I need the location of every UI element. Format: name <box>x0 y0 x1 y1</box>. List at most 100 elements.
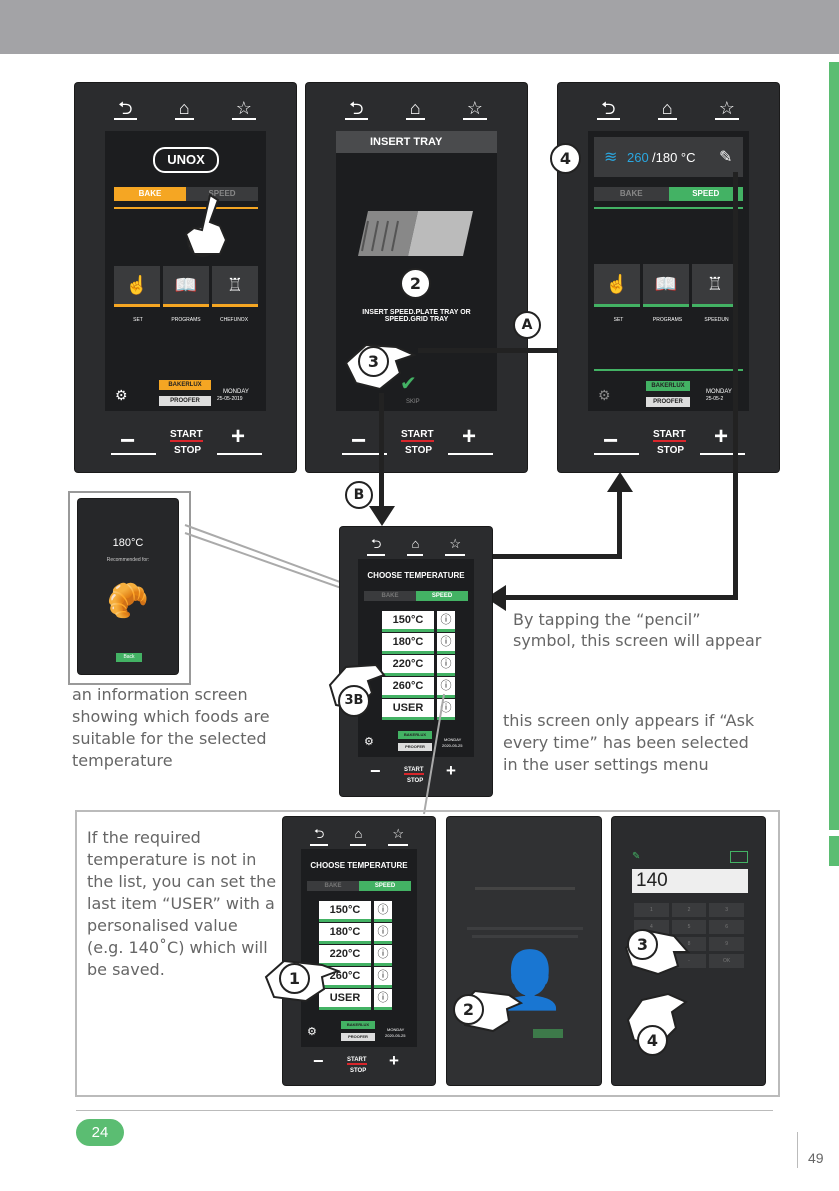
home-icon[interactable]: ⌂ <box>405 99 425 120</box>
back-icon[interactable]: ⮌ <box>345 99 368 120</box>
info-icon[interactable]: ⓘ <box>437 655 455 676</box>
bakerlux-badge[interactable]: BAKERLUX <box>341 1021 375 1029</box>
info-icon[interactable]: ⓘ <box>437 633 455 654</box>
minus-button[interactable]: − <box>120 425 136 455</box>
star-icon[interactable]: ☆ <box>445 535 465 556</box>
tile-set[interactable]: ☝ <box>594 264 640 307</box>
tile-programs[interactable]: 📖 <box>643 264 689 307</box>
start-label[interactable]: START <box>401 429 434 442</box>
temp-150[interactable]: 150°C <box>382 611 434 632</box>
back-icon[interactable]: ⮌ <box>597 99 620 120</box>
key-2[interactable]: 2 <box>671 903 707 917</box>
info-icon[interactable]: ⓘ <box>374 967 392 988</box>
tab-speed[interactable]: SPEED <box>416 591 468 601</box>
plus-button[interactable]: + <box>462 423 477 450</box>
tab-speed[interactable]: SPEED <box>186 187 258 201</box>
tile-set[interactable]: ☝ <box>114 266 160 307</box>
bakerlux-badge[interactable]: BAKERLUX <box>159 380 211 390</box>
dim-ok-button[interactable] <box>533 1029 563 1038</box>
info-icon[interactable]: ⓘ <box>437 677 455 698</box>
gear-icon[interactable]: ⚙ <box>598 387 611 403</box>
keypad-value-field[interactable]: 140 <box>632 869 748 893</box>
temp-150[interactable]: 150°C <box>319 901 371 922</box>
key-minus[interactable]: - <box>671 954 707 968</box>
start-label[interactable]: START <box>404 767 424 775</box>
tab-bake[interactable]: BAKE <box>594 187 669 201</box>
plus-button[interactable]: + <box>389 1051 399 1070</box>
info-icon[interactable]: ⓘ <box>437 611 455 632</box>
key-5[interactable]: 5 <box>671 920 707 934</box>
key-3[interactable]: 3 <box>709 903 744 917</box>
minus-button[interactable]: − <box>351 425 367 455</box>
stop-label[interactable]: STOP <box>657 445 685 456</box>
pencil-icon[interactable]: ✎ <box>719 149 733 166</box>
temp-user[interactable]: USER <box>382 699 434 720</box>
temp-180[interactable]: 180°C <box>382 633 434 654</box>
proofer-badge[interactable]: PROOFER <box>159 396 211 406</box>
info-icon[interactable]: ⓘ <box>374 901 392 922</box>
info-icon[interactable]: ⓘ <box>374 923 392 944</box>
tile-speedunox[interactable]: ♖ <box>692 264 738 307</box>
info-icon[interactable]: ⓘ <box>374 945 392 966</box>
bakerlux-badge[interactable]: BAKERLUX <box>646 381 690 391</box>
start-label[interactable]: START <box>347 1057 367 1065</box>
minus-button[interactable]: − <box>370 761 381 781</box>
tab-bake[interactable]: BAKE <box>364 591 416 601</box>
temp-220[interactable]: 220°C <box>319 945 371 966</box>
proofer-badge[interactable]: PROOFER <box>646 397 690 407</box>
tile-chefunox[interactable]: ♖ <box>212 266 258 307</box>
home-icon[interactable]: ⌂ <box>657 99 677 120</box>
home-icon[interactable]: ⌂ <box>407 535 424 556</box>
key-9[interactable]: 9 <box>709 937 744 951</box>
plus-button[interactable]: + <box>714 423 729 450</box>
back-icon[interactable]: ⮌ <box>114 99 137 120</box>
info-icon[interactable]: ⓘ <box>374 989 392 1010</box>
minus-button[interactable]: − <box>603 425 619 455</box>
stop-label[interactable]: STOP <box>407 778 424 784</box>
plus-button[interactable]: + <box>231 423 246 450</box>
key-1[interactable]: 1 <box>634 903 669 917</box>
check-icon[interactable]: ✔ <box>400 373 417 395</box>
home-icon[interactable]: ⌂ <box>174 99 194 120</box>
stop-label[interactable]: STOP <box>405 445 433 456</box>
star-icon[interactable]: ☆ <box>388 825 408 846</box>
gear-icon[interactable]: ⚙ <box>307 1026 317 1038</box>
tab-speed[interactable]: SPEED <box>359 881 411 891</box>
tab-speed[interactable]: SPEED <box>668 187 743 201</box>
key-ok[interactable]: OK <box>709 954 744 968</box>
bakerlux-badge[interactable]: BAKERLUX <box>398 731 432 739</box>
star-icon[interactable]: ☆ <box>462 99 487 120</box>
keypad-confirm-icon[interactable] <box>730 851 748 863</box>
start-label[interactable]: START <box>170 429 203 442</box>
star-icon[interactable]: ☆ <box>231 99 256 120</box>
temp-user[interactable]: USER <box>319 989 371 1010</box>
proofer-badge[interactable]: PROOFER <box>398 743 432 751</box>
gear-icon[interactable]: ⚙ <box>364 736 374 748</box>
start-label[interactable]: START <box>653 429 686 442</box>
skip-label[interactable]: SKIP <box>406 399 420 405</box>
stop-label[interactable]: STOP <box>174 445 202 456</box>
tile-programs[interactable]: 📖 <box>163 266 209 307</box>
temp-260[interactable]: 260°C <box>382 677 434 698</box>
back-icon[interactable]: ⮌ <box>310 825 329 846</box>
temp-220[interactable]: 220°C <box>382 655 434 676</box>
minus-button[interactable]: − <box>313 1051 324 1071</box>
tab-bake[interactable]: BAKE <box>307 881 359 891</box>
tab-bake[interactable]: BAKE <box>114 187 186 201</box>
home-icon[interactable]: ⌂ <box>350 825 367 846</box>
proofer-badge[interactable]: PROOFER <box>341 1033 375 1041</box>
stop-label[interactable]: STOP <box>350 1068 367 1074</box>
plus-button[interactable]: + <box>446 761 456 780</box>
back-icon[interactable]: ⮌ <box>367 535 386 556</box>
gear-icon[interactable]: ⚙ <box>115 387 128 403</box>
star-icon[interactable]: ☆ <box>714 99 739 120</box>
temp-180[interactable]: 180°C <box>319 923 371 944</box>
